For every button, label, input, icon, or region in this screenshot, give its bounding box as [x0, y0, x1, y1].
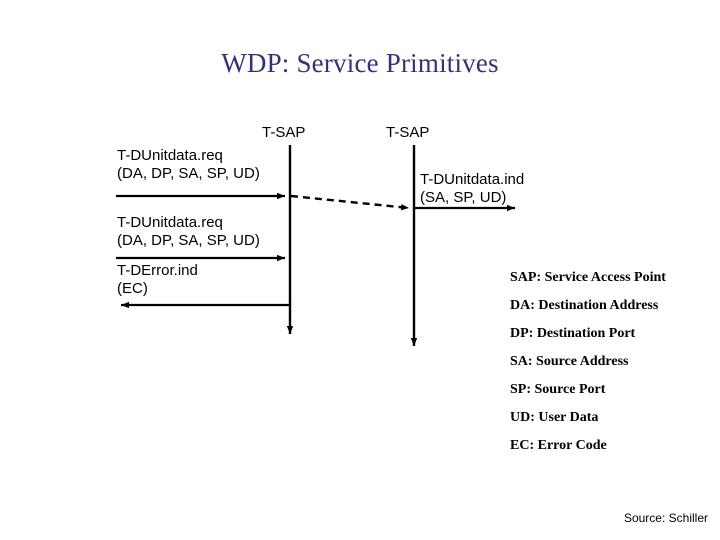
- message-label-error-indication-line1: T-DError.ind: [117, 262, 198, 279]
- legend-item-sa: SA: Source Address: [510, 354, 629, 369]
- legend-item-da: DA: Destination Address: [510, 298, 659, 313]
- message-label-request-1-line2: (DA, DP, SA, SP, UD): [117, 165, 260, 182]
- message-label-request-2: T-DUnitdata.req (DA, DP, SA, SP, UD): [117, 214, 260, 250]
- message-label-error-indication-line2: (EC): [117, 280, 148, 297]
- legend-item-ud: UD: User Data: [510, 410, 599, 425]
- message-label-request-2-line1: T-DUnitdata.req: [117, 214, 223, 231]
- legend-item-dp: DP: Destination Port: [510, 326, 636, 341]
- source-attribution: Source: Schiller: [623, 511, 708, 525]
- message-label-error-indication: T-DError.ind (EC): [117, 262, 198, 298]
- abbreviation-legend: SAP: Service Access Point DA: Destinatio…: [510, 270, 710, 466]
- message-arrow-transfer-1: [290, 194, 410, 211]
- message-label-request-1: T-DUnitdata.req (DA, DP, SA, SP, UD): [117, 147, 260, 183]
- legend-item-ec: EC: Error Code: [510, 438, 607, 453]
- message-label-indication-1-line1: T-DUnitdata.ind: [420, 171, 525, 188]
- legend-item-sap: SAP: Service Access Point: [510, 270, 666, 285]
- message-label-indication-1-line2: (SA, SP, UD): [420, 189, 507, 206]
- message-label-request-1-line1: T-DUnitdata.req: [117, 147, 223, 164]
- lifeline-label-left-sap: T-SAP: [262, 124, 306, 141]
- legend-item-sp: SP: Source Port: [510, 382, 606, 397]
- message-label-request-2-line2: (DA, DP, SA, SP, UD): [117, 232, 260, 249]
- message-label-indication-1: T-DUnitdata.ind (SA, SP, UD): [420, 171, 524, 207]
- lifeline-label-right-sap: T-SAP: [386, 124, 430, 141]
- page-title: WDP: Service Primitives: [221, 48, 499, 78]
